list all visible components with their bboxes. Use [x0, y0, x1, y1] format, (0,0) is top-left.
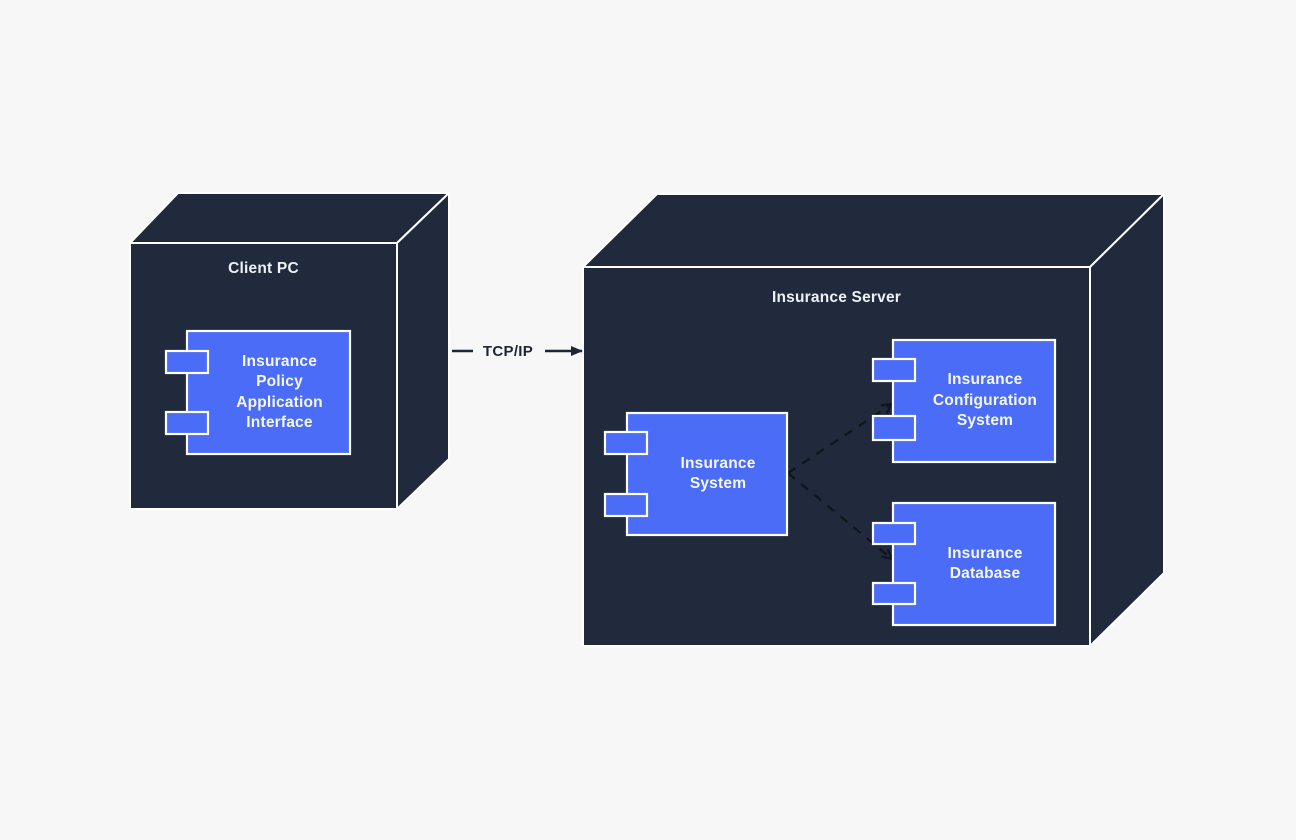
node-client-pc[interactable] [129, 192, 450, 510]
component-tab-icon [164, 349, 210, 375]
component-tab-icon [871, 357, 917, 383]
component-insurance-database[interactable] [871, 501, 1057, 627]
component-body[interactable] [625, 411, 789, 537]
dependency-system-to-database[interactable] [787, 472, 892, 559]
insurance-server-top-face[interactable] [582, 193, 1165, 268]
insurance-server-right-face[interactable] [1089, 193, 1165, 647]
component-body[interactable] [185, 329, 352, 456]
client-pc-top-face[interactable] [129, 192, 450, 244]
component-insurance-configuration-system[interactable] [871, 338, 1057, 464]
component-body[interactable] [891, 501, 1057, 627]
component-tab-icon [164, 410, 210, 436]
component-body[interactable] [891, 338, 1057, 464]
client-pc-right-face[interactable] [396, 192, 450, 510]
component-tab-icon [871, 414, 917, 442]
component-insurance-system[interactable] [603, 411, 789, 537]
component-insurance-policy-application-interface[interactable] [164, 329, 352, 456]
component-tab-icon [603, 430, 649, 456]
component-tab-icon [871, 521, 917, 546]
component-tab-icon [871, 581, 917, 606]
component-tab-icon [603, 492, 649, 518]
